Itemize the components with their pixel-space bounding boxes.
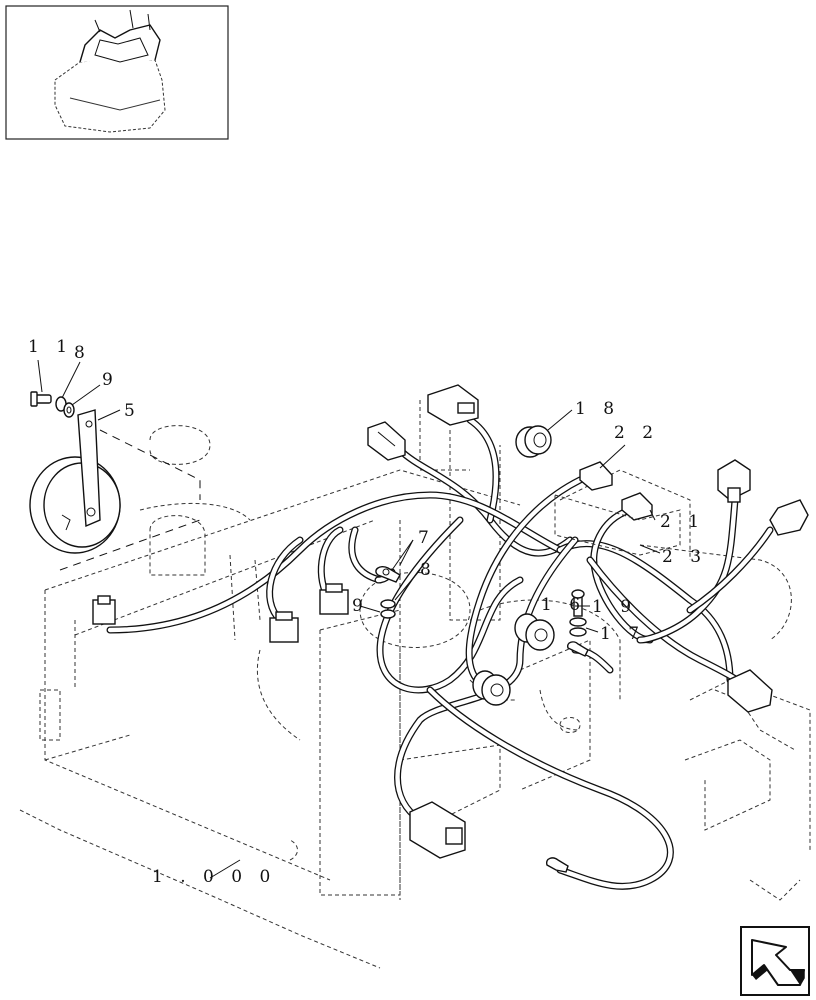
washer-9[interactable]: [63, 402, 75, 418]
horn-assembly[interactable]: [29, 409, 121, 554]
assembly-thumbnail-icon[interactable]: [5, 5, 229, 140]
connector-left-upper[interactable]: [367, 421, 406, 461]
connector-21[interactable]: [621, 492, 653, 521]
callout-17: 1 7: [600, 624, 645, 644]
connector-top-large[interactable]: [427, 384, 479, 426]
ring-terminal-7[interactable]: [375, 566, 401, 583]
callout-9b: 9: [352, 596, 369, 616]
machine-frame: [19, 400, 811, 969]
washer-9b[interactable]: [380, 609, 396, 619]
ring-terminal-bottom[interactable]: [545, 857, 569, 873]
callout-5: 5: [124, 401, 141, 421]
callout-11: 1 1: [28, 337, 73, 357]
round-connector-lower[interactable]: [472, 670, 511, 706]
callout-labels: 1 1 8 9 5 1 8 2 2 2 1 2 3 7 8 9 1 6 1 9 …: [28, 337, 707, 887]
wiring-harness[interactable]: [106, 416, 774, 890]
washer-8b[interactable]: [380, 599, 396, 609]
connector-bottom-large[interactable]: [409, 801, 466, 859]
relay-block: [554, 494, 681, 556]
connector-right-top[interactable]: [717, 459, 751, 503]
round-connector-16[interactable]: [514, 613, 555, 651]
callout-16: 1 6: [541, 595, 586, 615]
grommet-18[interactable]: [515, 425, 552, 458]
return-arrow-icon[interactable]: [740, 926, 810, 996]
callout-8b: 8: [420, 560, 437, 580]
connector-right-lower[interactable]: [727, 669, 773, 713]
callout-23: 2 3: [662, 547, 707, 567]
ring-terminal-17[interactable]: [566, 641, 589, 657]
callout-1000: 1 . 0 0 0: [152, 867, 276, 887]
bolt-11[interactable]: [30, 391, 52, 407]
callout-22: 2 2: [614, 423, 659, 443]
callout-21: 2 1: [660, 512, 705, 532]
leader-lines: [37, 359, 661, 879]
connector-mid[interactable]: [319, 583, 349, 615]
connector-far-left[interactable]: [92, 595, 116, 625]
callout-8: 8: [74, 343, 91, 363]
callout-7: 7: [418, 528, 435, 548]
connector-right[interactable]: [769, 499, 809, 536]
connector-mid-left[interactable]: [269, 611, 299, 643]
connector-22[interactable]: [579, 461, 613, 491]
callout-9: 9: [102, 370, 119, 390]
washer-17[interactable]: [569, 617, 587, 637]
callout-19: 1 9: [592, 597, 637, 617]
callout-18: 1 8: [575, 399, 620, 419]
